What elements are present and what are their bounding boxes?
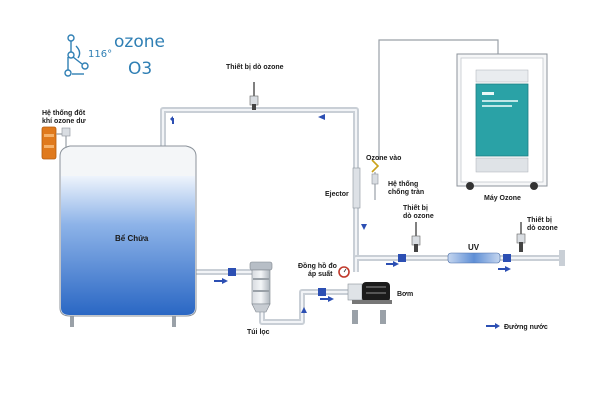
ozone-machine: Máy Ozone xyxy=(456,53,548,202)
ozone-logo: 116° ozone O3 xyxy=(64,32,165,79)
residual-ozone-burner: Hệ thống đốt khí ozone dư xyxy=(41,109,87,160)
detector-right-label-line1: Thiết bị xyxy=(527,216,552,224)
ozone-word: ozone xyxy=(114,32,165,52)
pressure-gauge: Đồng hồ đo áp suất xyxy=(298,261,350,278)
filter-bag: Túi lọc xyxy=(247,261,273,336)
storage-tank: Bể Chứa xyxy=(59,145,197,327)
flow-arrow-icon xyxy=(301,307,307,313)
overflow-prevention: Hệ thống chống tràn xyxy=(371,173,424,196)
uv-label: UV xyxy=(468,243,480,252)
flow-arrow-icon xyxy=(393,261,399,267)
bond-angle-text: 116° xyxy=(88,49,112,60)
ozone-detector-right: Thiết bị dò ozone xyxy=(516,216,558,252)
pressure-gauge-label-line2: áp suất xyxy=(308,270,333,278)
legend-arrow-icon xyxy=(495,323,500,329)
detector-mid-label-line1: Thiết bị xyxy=(403,204,428,212)
flow-arrow-icon xyxy=(361,224,367,230)
residual-burner-label-line1: Hệ thống đốt xyxy=(42,109,86,117)
ozone-detector-top-label: Thiết bị dò ozone xyxy=(226,63,284,71)
filter-bag-label: Túi lọc xyxy=(247,329,270,336)
pressure-gauge-label-line1: Đồng hồ đo xyxy=(298,261,337,270)
flow-arrow-icon xyxy=(328,296,334,302)
residual-burner-label-line2: khí ozone dư xyxy=(42,118,87,125)
overflow-label-line1: Hệ thống xyxy=(388,180,418,188)
ejector: Ozone vào Ejector xyxy=(325,155,401,209)
ozone-detector-top: Thiết bị dò ozone xyxy=(226,63,284,110)
ozone-inlet-label: Ozone vào xyxy=(366,155,401,162)
ozone-molecule-icon xyxy=(64,34,89,77)
ozone-detector-mid: Thiết bị dò ozone xyxy=(403,204,434,252)
flow-arrow-icon xyxy=(505,266,511,272)
ejector-label: Ejector xyxy=(325,191,349,198)
flow-arrows xyxy=(170,114,511,313)
pump: Bơm xyxy=(347,282,413,324)
uv-lamp: UV xyxy=(447,243,501,264)
ozone-formula: O3 xyxy=(128,59,152,79)
overflow-label-line2: chống tràn xyxy=(388,188,424,196)
flow-arrow-icon xyxy=(318,114,325,120)
tank-label: Bể Chứa xyxy=(115,234,149,243)
flow-arrow-icon xyxy=(222,278,228,284)
detector-right-label-line2: dò ozone xyxy=(527,225,558,232)
valves xyxy=(228,254,511,296)
ozone-machine-label: Máy Ozone xyxy=(484,195,521,202)
pump-label: Bơm xyxy=(397,291,413,298)
legend: Đường nước xyxy=(486,323,548,331)
detector-mid-label-line2: dò ozone xyxy=(403,213,434,220)
legend-label: Đường nước xyxy=(504,324,548,331)
